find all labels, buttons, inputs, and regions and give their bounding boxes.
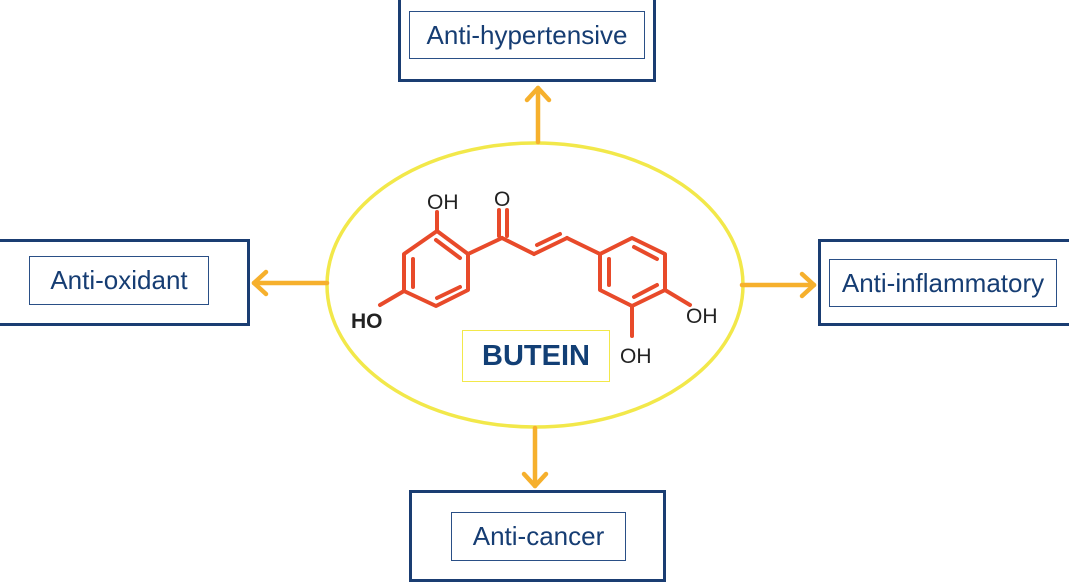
activity-label-box: Anti-hypertensive: [409, 11, 645, 59]
arrow-to-anti-hypertensive: [524, 85, 552, 145]
arrow-to-anti-cancer: [521, 425, 549, 489]
activity-label: Anti-hypertensive: [426, 19, 628, 50]
arrow-to-anti-inflammatory: [739, 271, 817, 299]
compound-name-label: BUTEIN: [462, 330, 610, 382]
activity-label: Anti-inflammatory: [841, 267, 1045, 298]
atom-label-bottom-oh: OH: [620, 345, 652, 368]
atom-label-top-oh: OH: [427, 191, 459, 214]
butein-structure: [378, 208, 692, 338]
activity-label-box: Anti-oxidant: [29, 256, 209, 305]
activity-label-box: Anti-inflammatory: [829, 259, 1057, 307]
activity-box-anti-cancer: Anti-cancer: [409, 490, 666, 582]
activity-box-anti-oxidant: Anti-oxidant: [0, 239, 250, 326]
activity-label: Anti-oxidant: [50, 265, 188, 295]
atom-label-carbonyl-o: O: [494, 188, 510, 211]
arrow-to-anti-oxidant: [251, 269, 330, 297]
atom-label-right-oh: OH: [686, 305, 718, 328]
activity-label: Anti-cancer: [472, 521, 605, 551]
compound-ellipse: [325, 141, 745, 429]
activity-box-anti-hypertensive: Anti-hypertensive: [398, 0, 656, 82]
activity-box-anti-inflammatory: Anti-inflammatory: [818, 239, 1069, 326]
activity-label-box: Anti-cancer: [451, 512, 626, 561]
compound-name: BUTEIN: [482, 339, 590, 372]
atom-label-left-ho: HO: [351, 310, 383, 333]
